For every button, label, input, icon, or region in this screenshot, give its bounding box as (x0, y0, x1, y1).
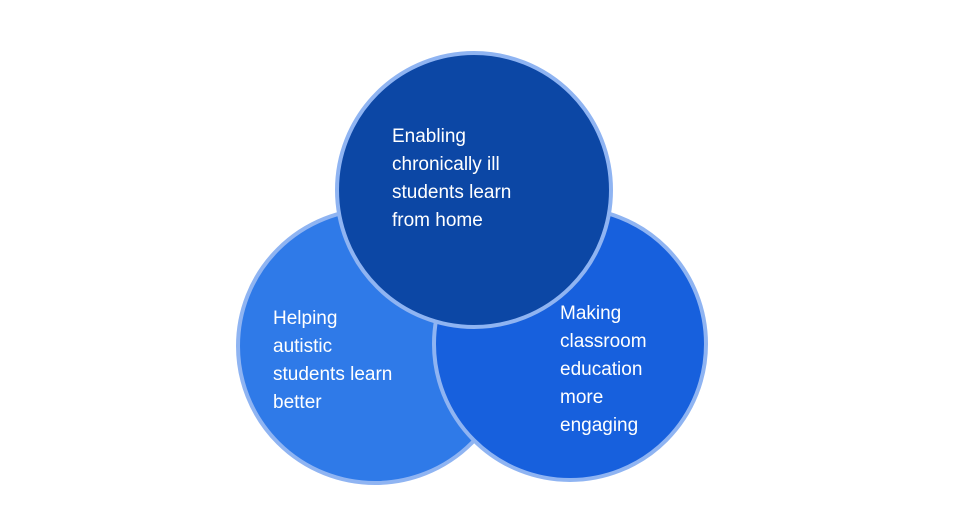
circle-label-chronically-ill: Enabling chronically ill students learn … (392, 126, 512, 231)
circle-label-classroom: Making classroom education more engaging (560, 303, 647, 436)
circle-chronically-ill-students (335, 51, 613, 329)
circle-label-autistic: Helping autistic students learn better (273, 308, 393, 413)
